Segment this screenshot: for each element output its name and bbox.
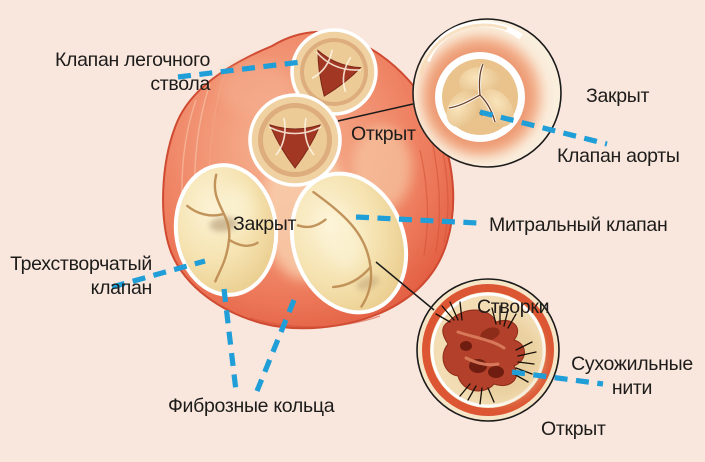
leader-line-fibrous-ring-right — [254, 299, 297, 392]
mitral-crease-lines — [296, 190, 373, 308]
leader-line-aortic-valve — [479, 109, 608, 147]
mitral-valve-inset — [416, 278, 560, 422]
connector-line-aortic-inset — [337, 103, 414, 122]
fibrous-rings-label: Фиброзные кольца — [168, 395, 335, 417]
aortic-leaflets-closed — [446, 63, 514, 127]
pulmonary-valve-label: Клапан легочного ствола — [55, 49, 210, 95]
mitral-open-state-label: Открыт — [541, 418, 606, 440]
tricuspid-closed-state-label: Закрыт — [233, 213, 297, 235]
leader-line-tricuspid-valve — [111, 258, 206, 290]
mitral-valve-label: Митральный клапан — [489, 214, 668, 236]
cusps-label: Створки — [477, 296, 550, 318]
chordae-tendineae-strands — [435, 301, 537, 405]
leader-line-chordae — [511, 369, 604, 387]
connector-line-mitral-inset — [375, 261, 435, 311]
aortic-open-state-label: Открыт — [351, 123, 416, 145]
aortic-valve-open — [248, 93, 342, 187]
chordae-tendineae-label: Сухожильные нити — [571, 353, 693, 399]
aortic-valve-label: Клапан аорты — [557, 145, 680, 167]
leader-line-fibrous-ring-left — [221, 288, 239, 392]
tricuspid-valve-label: Трехстворчатый клапан — [10, 253, 152, 299]
mitral-valve-closed — [289, 171, 409, 315]
aortic-valve-inset — [412, 18, 562, 168]
tricuspid-crease-lines — [186, 173, 259, 283]
aortic-closed-state-label: Закрыт — [586, 85, 650, 107]
pulmonary-valve-open — [290, 28, 378, 116]
